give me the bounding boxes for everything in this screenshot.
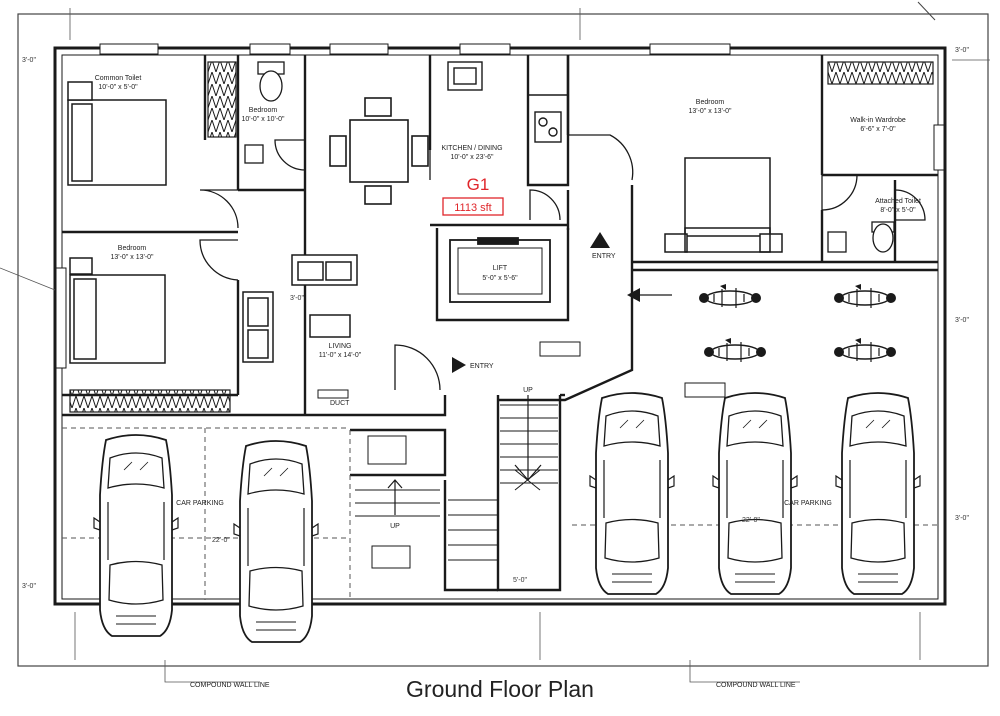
label-living: LIVING	[329, 343, 352, 350]
label-up-2: UP	[390, 523, 400, 530]
interior-walls	[62, 55, 938, 592]
dim-right-lower: 3'-0"	[955, 515, 969, 522]
bike-parking	[698, 283, 897, 363]
bed-common	[67, 81, 167, 186]
label-living-size: 11'-0" x 14'-0"	[319, 352, 362, 359]
dim-passage: 5'-0"	[513, 577, 527, 584]
unit-area: 1113 sft	[454, 202, 492, 214]
dining-table	[329, 97, 429, 205]
label-walk-in: Walk-in Wardrobe	[850, 117, 906, 124]
label-compound-wall-right: COMPOUND WALL LINE	[716, 682, 796, 689]
label-entry-2: ENTRY	[592, 253, 616, 260]
label-entry: ENTRY	[470, 363, 494, 370]
unit-area-box	[442, 197, 504, 216]
kitchen-fixtures	[447, 61, 568, 143]
unit-tag: G1 1113 sft	[442, 175, 504, 216]
dim-parking-left: 22'-0"	[212, 537, 230, 544]
door-swings	[199, 134, 926, 391]
dim-parking-right: 22'-0"	[742, 517, 760, 524]
bed-master-left	[69, 257, 166, 364]
label-bedroom-2-size: 13'-0" x 13'-0"	[110, 254, 154, 261]
label-walk-in-size: 6'-6" x 7'-0"	[860, 126, 896, 133]
parking-dividers	[62, 427, 938, 600]
label-duct: DUCT	[330, 400, 350, 407]
dimension-labels: 3'-0" 3'-0" 3'-0" 3'-0" 3'-0" 3'-0" 22'-…	[22, 47, 969, 590]
dim-top-left: 3'-0"	[22, 57, 36, 64]
wardrobe-walk-in	[827, 61, 934, 85]
windows	[55, 43, 945, 369]
label-attached-toilet-size: 8'-0" x 5'-0"	[880, 207, 916, 214]
outer-walls	[53, 46, 947, 606]
compound-boundary	[17, 1, 989, 667]
wardrobe-common	[207, 61, 237, 138]
toilet-fixtures	[244, 61, 895, 253]
wardrobe-left	[69, 389, 231, 413]
label-bedroom-3-size: 13'-0" x 13'-0"	[688, 108, 732, 115]
label-common-toilet-size: 10'-0" x 5'-0"	[98, 84, 138, 91]
plan-caption: Ground Floor Plan	[406, 676, 594, 702]
unit-id: G1	[467, 175, 490, 194]
label-car-parking-right: CAR PARKING	[784, 500, 832, 507]
label-bedroom-1-size: 10'-0" x 10'-0"	[241, 116, 285, 123]
label-car-parking-left: CAR PARKING	[176, 500, 224, 507]
label-compound-wall-left: COMPOUND WALL LINE	[190, 682, 270, 689]
bed-master-right	[664, 157, 783, 253]
room-labels: Common Toilet 10'-0" x 5'-0" Bedroom 10'…	[95, 75, 921, 530]
label-lift: LIFT	[493, 265, 508, 272]
entry-markers	[452, 232, 672, 373]
label-bedroom-1: Bedroom	[249, 107, 278, 114]
dim-right-mid: 3'-0"	[955, 317, 969, 324]
label-lift-size: 5'-0" x 5'-6"	[482, 275, 518, 282]
label-bedroom-2: Bedroom	[118, 245, 147, 252]
label-up: UP	[523, 387, 533, 394]
label-attached-toilet: Attached Toilet	[875, 198, 921, 205]
meter-boxes	[317, 341, 726, 569]
label-kitchen-dining-size: 10'-0" x 23'-6"	[450, 154, 494, 161]
label-common-toilet: Common Toilet	[95, 75, 142, 82]
dim-left-mid: 3'-0"	[290, 295, 304, 302]
label-kitchen-dining: KITCHEN / DINING	[441, 145, 502, 152]
dim-top-right: 3'-0"	[955, 47, 969, 54]
living-sofas	[242, 254, 358, 363]
lift-shaft	[449, 237, 551, 303]
dim-left-low: 3'-0"	[22, 583, 36, 590]
staircase	[355, 395, 558, 561]
label-bedroom-3: Bedroom	[696, 99, 725, 106]
dimension-lines	[0, 8, 990, 683]
